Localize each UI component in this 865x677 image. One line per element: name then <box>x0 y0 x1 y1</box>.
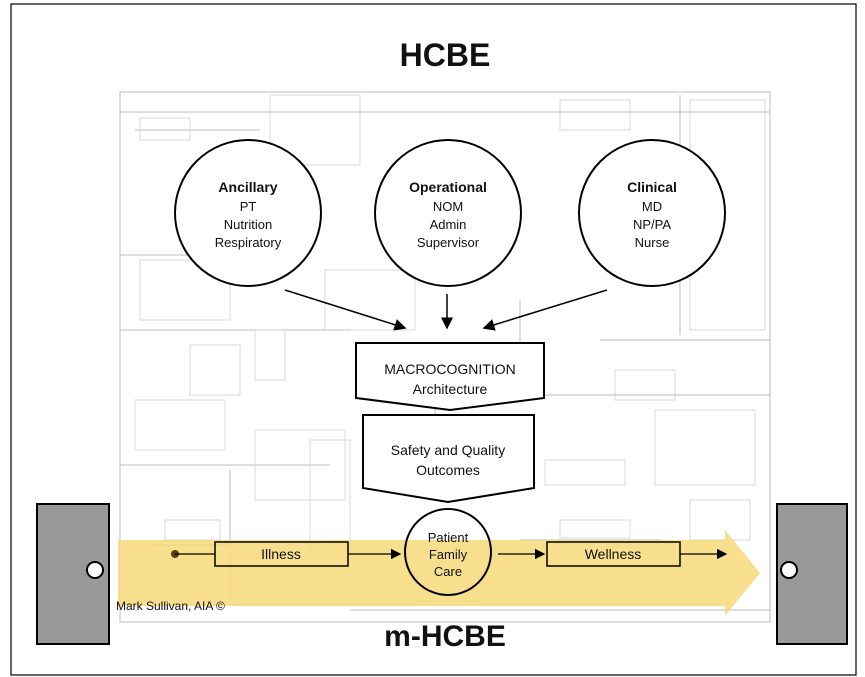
outcomes-line2: Outcomes <box>416 462 480 478</box>
patient-line2: Family <box>429 547 468 562</box>
wellness-label: Wellness <box>585 546 642 562</box>
macrocognition-box: MACROCOGNITION Architecture <box>355 342 545 412</box>
macro-line1: MACROCOGNITION <box>384 361 515 377</box>
circle-line: Supervisor <box>417 235 480 250</box>
circle-line: Respiratory <box>215 235 282 250</box>
arrow-ancillary <box>284 289 407 331</box>
circle-line: Admin <box>430 217 467 232</box>
circle-heading: Operational <box>409 179 487 195</box>
credit-text: Mark Sullivan, AIA © <box>116 599 225 613</box>
patient-circle: Patient Family Care <box>404 508 492 596</box>
circle-line: Nutrition <box>224 217 272 232</box>
footer-title: m-HCBE <box>384 620 506 653</box>
page-title: HCBE <box>400 37 491 73</box>
circle-line: Nurse <box>635 235 670 250</box>
circle-line: NOM <box>433 199 463 214</box>
wellness-flow: Wellness <box>498 541 728 567</box>
circle-operational: Operational NOM Admin Supervisor <box>374 139 522 287</box>
illness-flow: Illness <box>171 541 402 567</box>
circle-line: NP/PA <box>633 217 671 232</box>
circle-ancillary: Ancillary PT Nutrition Respiratory <box>174 139 322 287</box>
circle-heading: Ancillary <box>218 179 277 195</box>
arrow-clinical <box>482 289 608 331</box>
macro-line2: Architecture <box>413 381 488 397</box>
right-door-icon <box>776 503 848 645</box>
outcomes-box: Safety and Quality Outcomes <box>362 414 535 504</box>
circle-heading: Clinical <box>627 179 677 195</box>
circle-line: PT <box>240 199 257 214</box>
circle-clinical: Clinical MD NP/PA Nurse <box>578 139 726 287</box>
circle-line: MD <box>642 199 662 214</box>
patient-line3: Care <box>434 564 462 579</box>
flow-band-arrow <box>118 530 760 616</box>
left-door-icon <box>36 503 110 645</box>
outcomes-line1: Safety and Quality <box>391 442 505 458</box>
patient-line1: Patient <box>428 530 469 545</box>
illness-label: Illness <box>261 546 301 562</box>
